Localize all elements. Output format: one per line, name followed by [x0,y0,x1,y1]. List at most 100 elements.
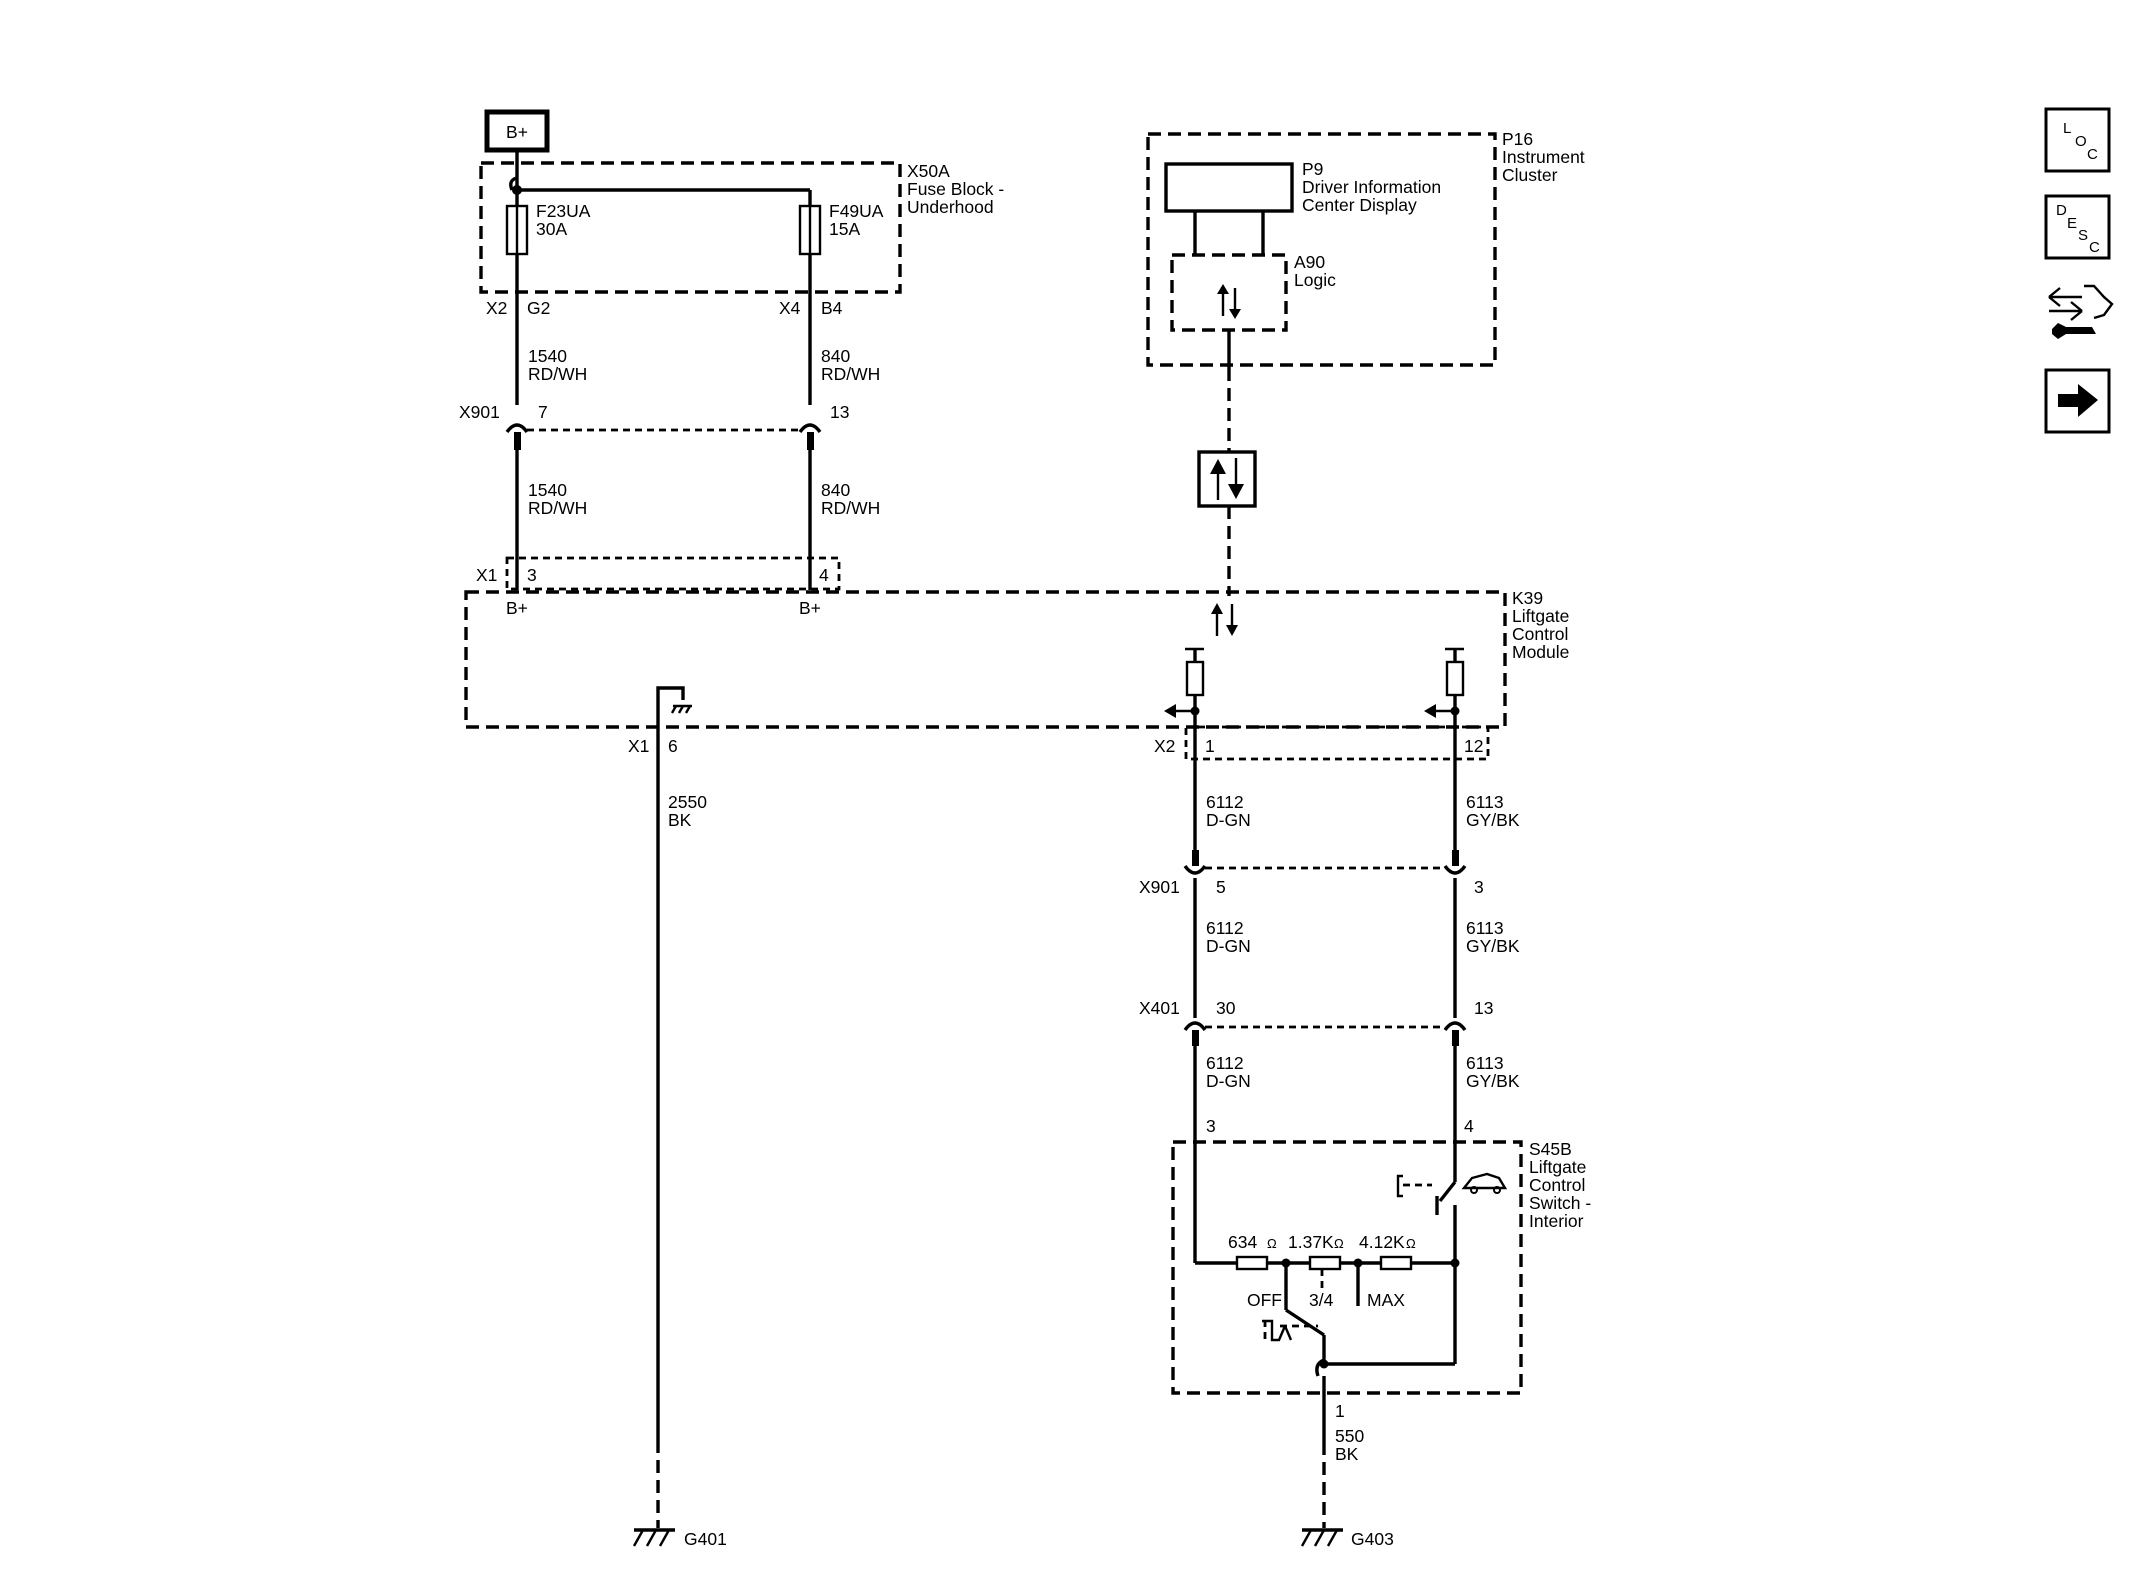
wire-6113-color-3: GY/BK [1466,1071,1520,1091]
switch-pin-4: 4 [1464,1116,1474,1136]
k39-name-2: Control [1512,624,1568,644]
switch-name-1: Liftgate [1529,1157,1586,1177]
wire-6112-num-1: 6112 [1206,792,1244,812]
k39-bplus-2: B+ [799,598,821,618]
ohm-unit-1: Ω [1267,1236,1277,1251]
k39-x2-ref: X2 [1154,736,1175,756]
position-3-4-label: 3/4 [1309,1290,1334,1310]
fuse-f23ua-connector: X2 [486,298,507,318]
k39-x2-pin-1: 1 [1205,736,1215,756]
connector-repair-icon[interactable] [2048,284,2114,339]
next-page-button[interactable] [2044,368,2111,434]
desc-letter-d: D [2056,202,2067,219]
switch-ref: S45B [1529,1139,1572,1159]
wire-840-num-2: 840 [821,480,850,500]
k39-bplus-1: B+ [506,598,528,618]
desc-letter-e: E [2067,215,2077,232]
wire-6113-color-1: GY/BK [1466,810,1520,830]
switch-pin-1: 1 [1335,1401,1345,1421]
x401-ref: X401 [1139,998,1180,1018]
desc-letter-s: S [2078,227,2088,244]
fuse-block-name-2: Underhood [907,197,994,217]
display-name-1: Driver Information [1302,177,1441,197]
x401-pin-30: 30 [1216,998,1236,1018]
driver-info-display [1164,162,1294,213]
resistor-1k37 [1308,1255,1342,1271]
wire-6112-color-1: D-GN [1206,810,1251,830]
k39-x1-ref-2: X1 [628,736,649,756]
switch-pin-3: 3 [1206,1116,1216,1136]
battery-power-symbol: B+ [484,109,550,153]
resistor-4k12 [1379,1255,1413,1271]
connector-x2 [1184,725,1490,761]
description-button[interactable]: D E S C [2044,194,2111,260]
wire-840-color-2: RD/WH [821,498,880,518]
ohm-unit-3: Ω [1406,1236,1416,1251]
module-data-arrow-icon [1211,603,1238,636]
x901-upper-ref: X901 [459,402,500,422]
liftgate-switch-boundary [1171,1140,1523,1395]
x901-pin-7: 7 [538,402,548,422]
k39-name-3: Module [1512,642,1569,662]
resistor-4k12-value: 4.12K [1359,1232,1405,1252]
inline-connector-x901-upper [505,423,822,450]
resistor-1k37-value: 1.37K [1288,1232,1334,1252]
wire-1540-color: RD/WH [528,364,587,384]
wire-1540-color-2: RD/WH [528,498,587,518]
fuse-block-name-1: Fuse Block - [907,179,1004,199]
desc-letter-c: C [2089,239,2100,256]
k39-x1-ref: X1 [476,565,497,585]
pullup-circuit-2 [1424,647,1465,718]
fuse-f23ua-rating: 30A [536,219,567,239]
inline-connector-x401 [1183,1021,1467,1046]
logic-data-arrow-icon [1217,284,1241,319]
x901-pin-13: 13 [830,402,849,422]
instrument-cluster-boundary [1146,132,1497,367]
ground-g401-label: G401 [684,1529,727,1549]
cluster-ref: P16 [1502,129,1533,149]
fuse-block-ref: X50A [907,161,950,181]
switch-name-4: Interior [1529,1211,1584,1231]
module-ground-symbol [670,704,692,714]
ground-g401-symbol [632,1528,675,1547]
k39-name-1: Liftgate [1512,606,1569,626]
cluster-name-1: Instrument [1502,147,1585,167]
liftgate-vehicle-icon [1461,1172,1508,1190]
loc-letter-l: L [2063,120,2071,137]
display-name-2: Center Display [1302,195,1417,215]
fuse-f49ua-pin: B4 [821,298,843,318]
switch-name-2: Control [1529,1175,1585,1195]
k39-x1-pin-3: 3 [527,565,537,585]
fuse-f23ua-pin: G2 [527,298,550,318]
fuse-f49ua-rating: 15A [829,219,860,239]
position-off-label: OFF [1247,1290,1282,1310]
wire-550-color: BK [1335,1444,1359,1464]
loc-letter-c: C [2087,146,2098,163]
wire-6112-num-2: 6112 [1206,918,1244,938]
position-max-label: MAX [1367,1290,1405,1310]
liftgate-control-module-boundary [464,590,1507,729]
wire-840-num: 840 [821,346,850,366]
wire-6113-num-1: 6113 [1466,792,1504,812]
logic-ref: A90 [1294,252,1325,272]
inline-connector-x901-lower [1183,850,1467,875]
loc-letter-o: O [2075,133,2087,150]
k39-x2-pin-12: 12 [1464,736,1483,756]
ground-g403-label: G403 [1351,1529,1394,1549]
rotary-selector-wiper [1262,1308,1326,1377]
location-button[interactable]: L O C [2044,107,2111,173]
liftgate-ajar-switch [1396,1172,1508,1215]
wire-6112-num-3: 6112 [1206,1053,1244,1073]
fuse-f49ua-connector: X4 [779,298,801,318]
wire-6112-color-3: D-GN [1206,1071,1251,1091]
x901-lower-ref: X901 [1139,877,1180,897]
cluster-name-2: Cluster [1502,165,1558,185]
pullup-circuit-1 [1164,647,1205,718]
fuse-f23ua-id: F23UA [536,201,591,221]
wire-2550-num: 2550 [668,792,707,812]
wire-6113-color-2: GY/BK [1466,936,1520,956]
wire-550-num: 550 [1335,1426,1364,1446]
arrow-right-icon [2058,384,2098,417]
fuse-f49ua-id: F49UA [829,201,884,221]
